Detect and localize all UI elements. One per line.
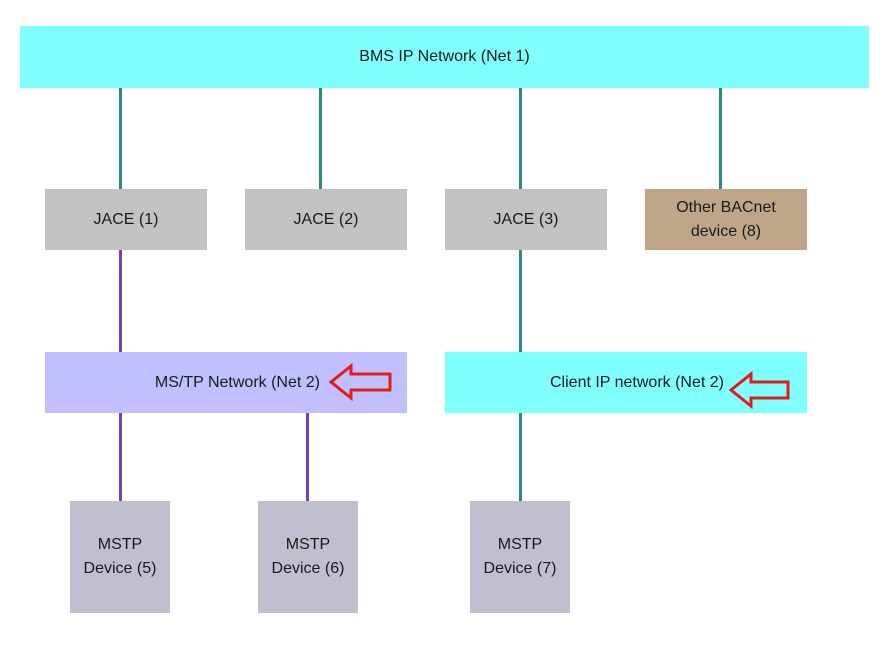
jace-2: JACE (2) [245, 189, 407, 250]
jace1-to-mstp-network-line [119, 250, 122, 352]
jace-1-label: JACE (1) [93, 210, 159, 228]
mstp-device-7-line2: Device (7) [483, 560, 557, 577]
other-bacnet-device-line2: device (8) [690, 222, 762, 240]
bms-ip-network-label: BMS IP Network (Net 1) [359, 48, 530, 65]
client-network-to-device7-line [519, 413, 522, 501]
client-ip-network: Client IP network (Net 2) [445, 352, 807, 413]
mstp-device-6: MSTP Device (6) [258, 501, 358, 613]
other-bacnet-device-line1: Other BACnet [676, 198, 776, 216]
mstp-device-7-line1: MSTP [497, 536, 543, 553]
jace-3-label: JACE (3) [493, 210, 559, 228]
mstp-device-5-line2: Device (5) [83, 560, 157, 577]
mstp-device-6-line1: MSTP [285, 536, 331, 553]
bms-to-other-device-line [719, 88, 722, 189]
bms-ip-network: BMS IP Network (Net 1) [20, 26, 869, 88]
mstp-highlight-arrow-icon [329, 363, 392, 401]
mstp-device-6-line2: Device (6) [271, 560, 345, 577]
mstp-device-7: MSTP Device (7) [470, 501, 570, 613]
other-bacnet-device: Other BACnet device (8) [645, 189, 807, 250]
client-network-highlight-arrow-icon [729, 371, 790, 409]
client-ip-network-label: Client IP network (Net 2) [550, 373, 724, 391]
mstp-network-label: MS/TP Network (Net 2) [154, 373, 320, 391]
bms-to-jace1-line [119, 88, 122, 189]
mstp-network: MS/TP Network (Net 2) [45, 352, 407, 413]
jace3-to-client-network-line [519, 250, 522, 352]
mstp-device-5: MSTP Device (5) [70, 501, 170, 613]
jace-3: JACE (3) [445, 189, 607, 250]
jace-1: JACE (1) [45, 189, 207, 250]
bms-to-jace2-line [319, 88, 322, 189]
jace-2-label: JACE (2) [293, 210, 359, 228]
mstp-network-to-device6-line [306, 413, 309, 501]
bms-to-jace3-line [519, 88, 522, 189]
mstp-network-to-device5-line [119, 413, 122, 501]
mstp-device-5-line1: MSTP [97, 536, 143, 553]
